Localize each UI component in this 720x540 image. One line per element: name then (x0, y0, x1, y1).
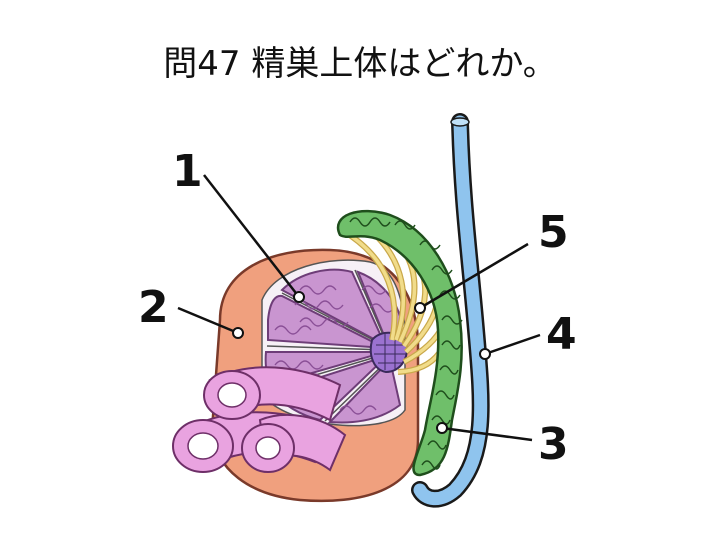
label-2: 2 (138, 282, 169, 333)
pointer-dot-2 (232, 327, 244, 339)
leader-line-3 (441, 426, 533, 442)
vas-deferens (411, 113, 490, 508)
label-5: 5 (538, 207, 569, 258)
label-3: 3 (538, 419, 569, 470)
label-1: 1 (172, 146, 203, 197)
leader-line-4 (484, 333, 541, 356)
pointer-dot-3 (436, 422, 448, 434)
leader-line-1 (203, 174, 300, 298)
pointer-dot-4 (479, 348, 491, 360)
epididymis (336, 209, 463, 477)
rete-testis (369, 331, 408, 374)
leader-lines (177, 174, 541, 442)
leader-line-5 (419, 242, 529, 310)
label-4: 4 (546, 309, 577, 360)
pointer-dot-5 (414, 302, 426, 314)
leader-line-2 (177, 306, 239, 335)
question-title: 問47 精巣上体はどれか。 (163, 44, 557, 84)
pointer-dot-1 (293, 291, 305, 303)
cord-tubes (172, 366, 347, 473)
pointer-dots (232, 291, 491, 434)
